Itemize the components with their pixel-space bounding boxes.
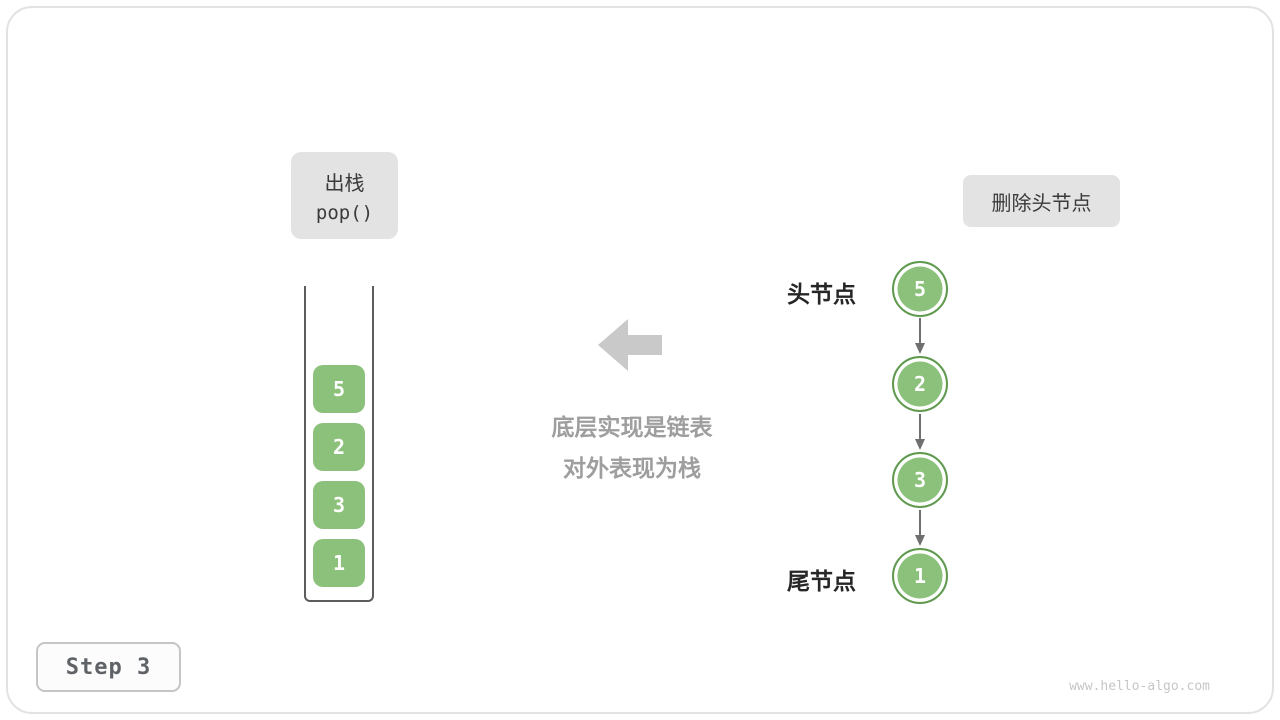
list-node: 3 — [892, 452, 948, 508]
watermark: www.hello-algo.com — [1069, 679, 1210, 694]
step-indicator: Step 3 — [36, 642, 181, 692]
down-arrow-icon — [915, 414, 925, 450]
operation-label-cn: 出栈 — [324, 171, 365, 195]
stack-item: 2 — [313, 423, 365, 471]
stack-item: 3 — [313, 481, 365, 529]
list-node: 5 — [892, 261, 948, 317]
operation-label-box: 出栈 pop() — [291, 152, 398, 239]
center-note: 底层实现是链表 对外表现为栈 — [457, 408, 807, 490]
center-note-line2: 对外表现为栈 — [563, 456, 701, 482]
left-block-arrow-icon — [598, 319, 662, 371]
operation-label-code: pop() — [315, 202, 374, 224]
list-node: 1 — [892, 548, 948, 604]
list-node: 2 — [892, 356, 948, 412]
stack-container: 5 2 3 1 — [304, 286, 374, 602]
step-indicator-label: Step 3 — [65, 654, 152, 680]
down-arrow-icon — [915, 510, 925, 546]
down-arrow-icon — [915, 318, 925, 354]
stack-item: 5 — [313, 365, 365, 413]
action-label-text: 删除头节点 — [991, 190, 1092, 215]
action-label-box: 删除头节点 — [963, 175, 1120, 227]
head-node-label: 头节点 — [787, 282, 856, 308]
stack-item: 1 — [313, 539, 365, 587]
tail-node-label: 尾节点 — [787, 569, 856, 595]
center-note-line1: 底层实现是链表 — [551, 415, 713, 441]
